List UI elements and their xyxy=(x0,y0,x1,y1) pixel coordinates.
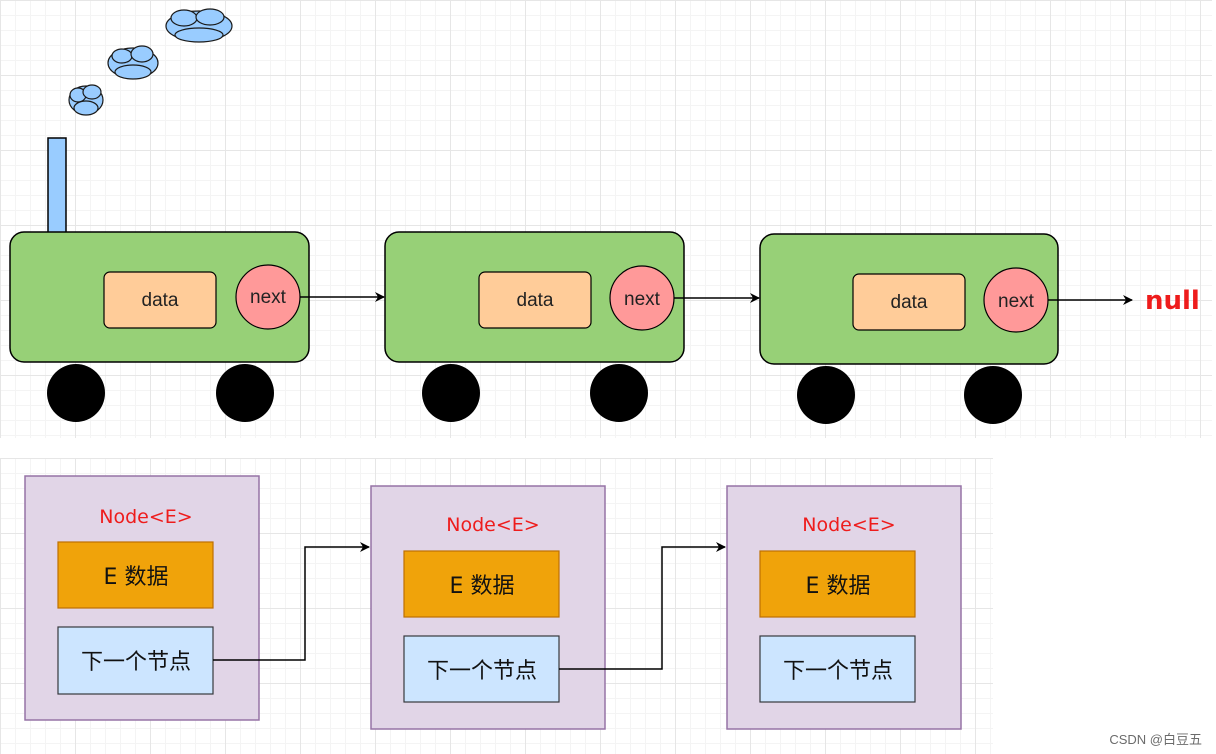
car-next-label: next xyxy=(998,291,1035,312)
wheel xyxy=(964,366,1022,424)
car-data-box xyxy=(103,271,217,329)
car-data-label: data xyxy=(142,290,179,311)
node-data-label: E 数据 xyxy=(104,565,169,590)
car-next-label: next xyxy=(624,289,661,310)
wheel xyxy=(216,364,274,422)
node-data-box xyxy=(403,550,560,618)
node-next-box xyxy=(759,635,916,703)
node-box: Node<E> E 数据 下一个节点 xyxy=(370,485,606,730)
top-grid-canvas xyxy=(0,0,1212,438)
train-car: data next xyxy=(759,233,1059,424)
smoke-cloud-small xyxy=(68,84,104,116)
chimney xyxy=(47,137,67,235)
smoke-cloud-icon xyxy=(68,8,233,116)
car-data-label: data xyxy=(517,290,554,311)
null-label: null xyxy=(1145,286,1200,316)
node-next-box xyxy=(403,635,560,703)
train-car: data next xyxy=(384,231,685,422)
watermark: CSDN @白豆五 xyxy=(1109,732,1202,747)
node-data-label: E 数据 xyxy=(806,574,871,599)
smoke-cloud-medium xyxy=(107,45,159,80)
node-next-label: 下一个节点 xyxy=(81,650,191,675)
smoke-cloud-large xyxy=(165,8,233,43)
car-data-box xyxy=(852,273,966,331)
car-data-label: data xyxy=(891,292,928,313)
car-data-box xyxy=(478,271,592,329)
wheel xyxy=(47,364,105,422)
node-link-arrow xyxy=(559,542,726,670)
wheel xyxy=(590,364,648,422)
node-next-box xyxy=(57,626,214,695)
node-title: Node<E> xyxy=(99,506,192,528)
train-car: data next xyxy=(9,231,310,422)
wheel xyxy=(422,364,480,422)
node-title: Node<E> xyxy=(802,514,895,536)
node-next-label: 下一个节点 xyxy=(427,659,537,684)
node-data-label: E 数据 xyxy=(450,574,515,599)
wheel xyxy=(797,366,855,424)
node-data-box xyxy=(57,541,214,609)
node-data-box xyxy=(759,550,916,618)
node-next-label: 下一个节点 xyxy=(783,659,893,684)
node-box: Node<E> E 数据 下一个节点 xyxy=(726,485,962,730)
node-title: Node<E> xyxy=(446,514,539,536)
node-box: Node<E> E 数据 下一个节点 xyxy=(24,475,260,721)
node-link-arrow xyxy=(213,542,370,661)
car-next-label: next xyxy=(250,287,287,308)
